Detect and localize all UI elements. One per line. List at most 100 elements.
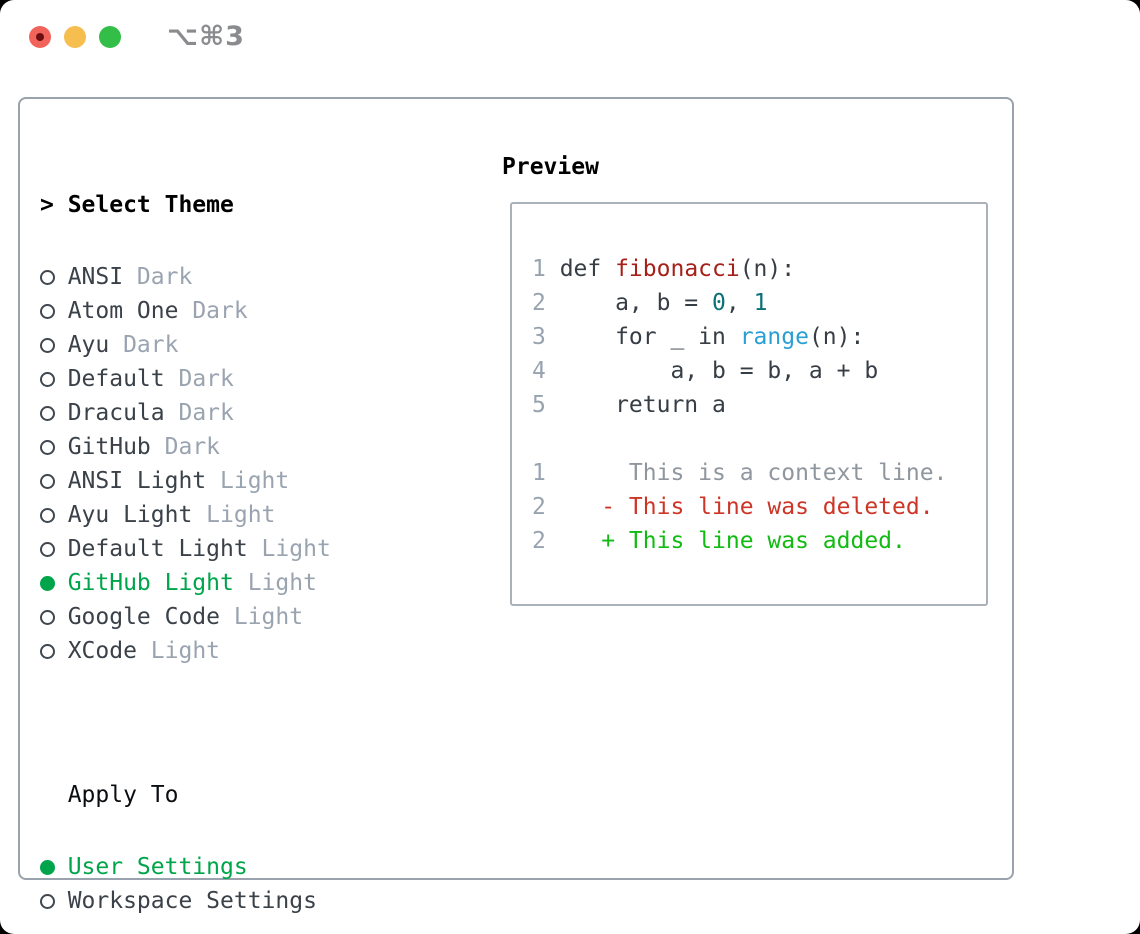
option-label: Default xyxy=(67,366,165,392)
line-number: 2 xyxy=(532,494,546,520)
option-label: Google Code xyxy=(67,604,221,630)
option-label: ANSI Light xyxy=(67,468,207,494)
radio-icon xyxy=(40,464,68,498)
option-label: Dracula xyxy=(67,400,165,426)
line-number: 2 xyxy=(532,528,546,554)
code-segment: This is a context line. xyxy=(559,460,948,486)
variant-label: Light xyxy=(206,468,290,494)
theme-item-default[interactable]: Default Dark xyxy=(40,362,428,396)
code-segment: - This line was deleted. xyxy=(559,494,934,520)
theme-item-ayu-light[interactable]: Ayu Light Light xyxy=(40,498,428,532)
radio-icon xyxy=(40,884,68,918)
apply-to-title: Apply To xyxy=(67,782,179,808)
radio-selected-icon xyxy=(40,566,68,600)
code-segment: for _ in xyxy=(559,324,740,350)
preview-line: 4 a, b = b, a + b xyxy=(532,354,947,388)
radio-icon xyxy=(40,634,68,668)
code-segment: , xyxy=(725,290,754,316)
code-segment: return a xyxy=(559,392,726,418)
theme-item-github[interactable]: GitHub Dark xyxy=(40,430,428,464)
radio-icon xyxy=(40,362,68,396)
minimize-button[interactable] xyxy=(64,26,86,48)
theme-item-xcode[interactable]: XCode Light xyxy=(40,634,428,668)
variant-label: Dark xyxy=(164,366,234,392)
theme-item-atom-one[interactable]: Atom One Dark xyxy=(40,294,428,328)
code-segment: fibonacci xyxy=(615,256,740,282)
theme-item-default-light[interactable]: Default Light Light xyxy=(40,532,428,566)
line-number: 3 xyxy=(532,324,546,350)
variant-label: Dark xyxy=(109,332,179,358)
code-segment: 0 xyxy=(712,290,726,316)
radio-icon xyxy=(40,294,68,328)
theme-item-google-code[interactable]: Google Code Light xyxy=(40,600,428,634)
variant-label: Light xyxy=(136,638,221,664)
radio-icon xyxy=(40,600,68,634)
option-label: Default Light xyxy=(67,536,248,562)
code-segment: range xyxy=(739,324,809,350)
zoom-button[interactable] xyxy=(99,26,121,48)
radio-icon xyxy=(40,532,68,566)
option-label: User Settings xyxy=(67,854,248,880)
code-segment: (n): xyxy=(739,256,796,282)
variant-label: Light xyxy=(220,604,304,630)
window-shortcut-label: ⌥⌘3 xyxy=(167,21,245,52)
option-label: ANSI xyxy=(67,264,124,290)
radio-icon xyxy=(40,430,68,464)
code-segment: + This line was added. xyxy=(559,528,906,554)
variant-label: Dark xyxy=(123,264,193,290)
option-label: GitHub Light xyxy=(67,570,234,596)
preview-line: 2 - This line was deleted. xyxy=(532,490,947,524)
apply-to-header: Apply To xyxy=(40,778,428,812)
option-label: Workspace Settings xyxy=(67,888,317,914)
option-label: GitHub xyxy=(67,434,151,460)
preview-line: 3 for _ in range(n): xyxy=(532,320,947,354)
theme-item-ayu[interactable]: Ayu Dark xyxy=(40,328,428,362)
radio-icon xyxy=(40,328,68,362)
line-number: 1 xyxy=(532,256,546,282)
radio-icon xyxy=(40,498,68,532)
preview-line xyxy=(532,422,947,456)
option-label: Ayu Light xyxy=(67,502,193,528)
radio-icon xyxy=(40,260,68,294)
preview-line: 1 This is a context line. xyxy=(532,456,947,490)
theme-item-ansi[interactable]: ANSI Dark xyxy=(40,260,428,294)
option-label: XCode xyxy=(67,638,137,664)
code-segment: a, b = b, a + b xyxy=(559,358,879,384)
preview-line: 2 + This line was added. xyxy=(532,524,947,558)
option-label: Atom One xyxy=(67,298,179,324)
theme-item-github-light[interactable]: GitHub Light Light xyxy=(40,566,428,600)
select-theme-header: > Select Theme xyxy=(40,188,428,222)
variant-label: Dark xyxy=(164,400,234,426)
preview-line: 5 return a xyxy=(532,388,947,422)
theme-item-ansi-light[interactable]: ANSI Light Light xyxy=(40,464,428,498)
apply-option-workspace-settings[interactable]: Workspace Settings xyxy=(40,884,428,918)
variant-label: Light xyxy=(233,570,317,596)
code-segment: a, b = xyxy=(559,290,713,316)
line-number: 2 xyxy=(532,290,546,316)
select-theme-title: Select Theme xyxy=(67,192,234,218)
preview-line: 2 a, b = 0, 1 xyxy=(532,286,947,320)
theme-item-dracula[interactable]: Dracula Dark xyxy=(40,396,428,430)
code-segment: (n): xyxy=(808,324,865,350)
spacer xyxy=(40,706,428,740)
preview-line: 1 def fibonacci(n): xyxy=(532,252,947,286)
apply-option-user-settings[interactable]: User Settings xyxy=(40,850,428,884)
preview-title: Preview xyxy=(502,154,599,180)
line-number: 4 xyxy=(532,358,546,384)
code-segment: 1 xyxy=(753,290,768,316)
prompt-caret-icon: > xyxy=(40,192,54,218)
code-segment: def xyxy=(559,256,616,282)
variant-label: Dark xyxy=(178,298,248,324)
close-button[interactable] xyxy=(29,26,51,48)
line-number: 5 xyxy=(532,392,546,418)
variant-label: Light xyxy=(192,502,276,528)
variant-label: Light xyxy=(247,536,331,562)
radio-selected-icon xyxy=(40,850,68,884)
option-label: Ayu xyxy=(67,332,110,358)
